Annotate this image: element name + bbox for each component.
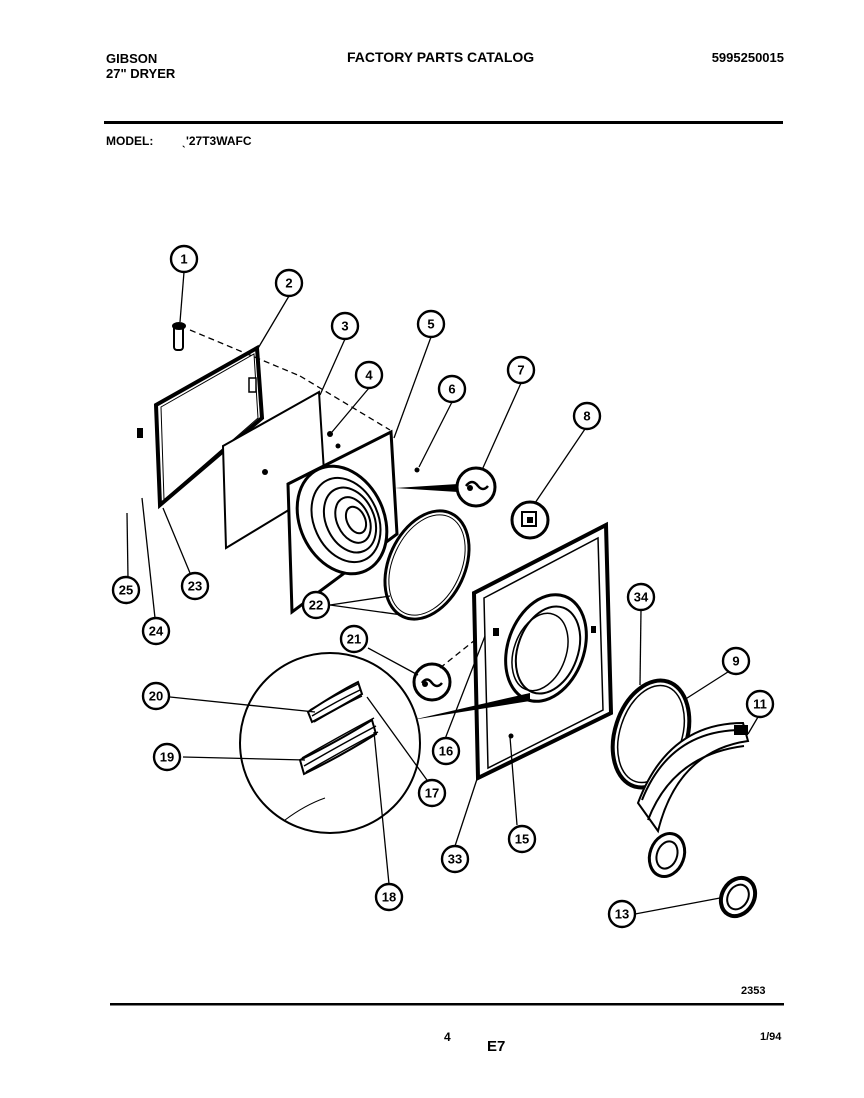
callout-label: 22: [309, 598, 323, 613]
part-5-door-liner: [286, 429, 399, 615]
catalog-title: FACTORY PARTS CATALOG: [347, 49, 535, 65]
callout-label: 15: [515, 832, 529, 847]
callout-8: 8: [572, 401, 602, 431]
detail-magnifier: [239, 652, 421, 834]
part-22-gasket-ring: [383, 509, 471, 621]
callout-label: 13: [615, 907, 629, 922]
part-33-front-panel: [471, 521, 614, 782]
part-7-detail: [455, 466, 497, 508]
callout-label: 21: [347, 632, 361, 647]
callout-11: 11: [745, 689, 775, 719]
callout-16: 16: [431, 736, 461, 766]
footer-rule: [110, 1003, 784, 1006]
callout-23: 23: [180, 571, 210, 601]
callout-label: 24: [149, 624, 164, 639]
product-name: 27" DRYER: [106, 66, 176, 81]
callout-7: 7: [506, 355, 536, 385]
callout-label: 19: [160, 750, 174, 765]
callout-13: 13: [607, 899, 637, 929]
callout-22: 22: [301, 590, 331, 620]
callout-label: 3: [341, 319, 348, 334]
part-4-fastener: [327, 431, 333, 437]
callout-2: 2: [274, 268, 304, 298]
callout-label: 23: [188, 579, 202, 594]
part-11-duct: [636, 721, 750, 878]
part-1-screw: [172, 322, 186, 351]
callout-15: 15: [507, 824, 537, 854]
callout-4: 4: [354, 360, 384, 390]
callout-18: 18: [374, 882, 404, 912]
part-6-screw: [414, 467, 420, 473]
callout-6: 6: [437, 374, 467, 404]
callout-24: 24: [141, 616, 171, 646]
callout-label: 2: [285, 276, 292, 291]
catalog-date: 1/94: [760, 1031, 782, 1043]
callout-label: 4: [365, 368, 373, 383]
callout-label: 25: [119, 583, 133, 598]
part-8-detail: [510, 500, 550, 540]
part-13-ring: [718, 875, 758, 919]
section-code: E7: [487, 1038, 506, 1055]
callout-33: 33: [440, 844, 470, 874]
header-rule: [104, 121, 783, 124]
callout-9: 9: [721, 646, 751, 676]
callout-20: 20: [141, 681, 171, 711]
callout-1: 1: [169, 244, 199, 274]
callout-3: 3: [330, 311, 360, 341]
callout-19: 19: [152, 742, 182, 772]
leader-lines: [126, 271, 759, 915]
catalog-part-number: 5995250015: [711, 50, 784, 65]
callout-label: 16: [439, 744, 453, 759]
callout-5: 5: [416, 309, 446, 339]
part-2-door-frame: [137, 344, 265, 510]
callout-17: 17: [417, 778, 447, 808]
callout-label: 20: [149, 689, 163, 704]
callout-34: 34: [626, 582, 656, 612]
callout-25: 25: [111, 575, 141, 605]
model-label: MODEL:: [106, 134, 154, 148]
page-number: 4: [444, 1030, 451, 1044]
part-21-detail: [412, 662, 452, 702]
callout-label: 5: [427, 317, 434, 332]
diagram-ref-number: 2353: [741, 985, 766, 997]
callout-label: 11: [753, 697, 767, 712]
callout-label: 33: [448, 852, 462, 867]
callout-label: 1: [180, 252, 187, 267]
header-brand-block: GIBSON 27" DRYER: [106, 51, 175, 81]
callout-label: 18: [382, 890, 396, 905]
model-value: ˎ'27T3WAFC: [182, 134, 252, 148]
callout-label: 34: [634, 590, 649, 605]
callout-21: 21: [339, 624, 369, 654]
callout-label: 6: [448, 382, 455, 397]
brand-name: GIBSON: [106, 51, 158, 66]
callout-label: 7: [517, 363, 524, 378]
callout-label: 9: [732, 654, 739, 669]
callout-label: 8: [583, 409, 590, 424]
callout-label: 17: [425, 786, 439, 801]
